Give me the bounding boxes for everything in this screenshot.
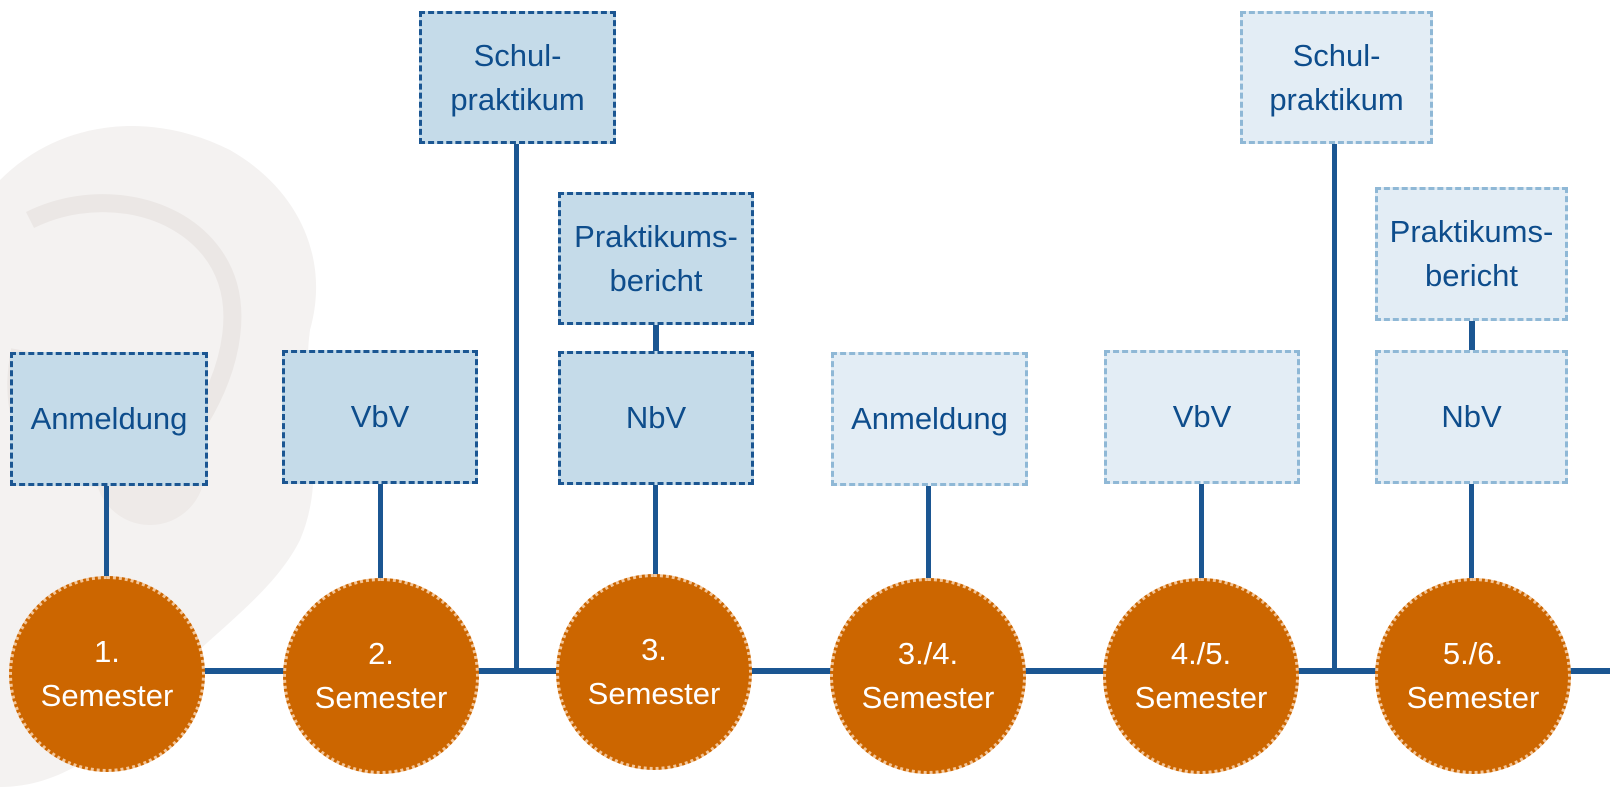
semester-circle-2: 2. Semester bbox=[283, 578, 479, 774]
box-anmeldung-2-label: Anmeldung bbox=[851, 401, 1008, 436]
box-praktikumsbericht-2: Praktikums- bericht bbox=[1375, 187, 1568, 321]
connector-bericht-nbv-2 bbox=[1469, 320, 1475, 350]
semester-1-label: Semester bbox=[40, 678, 174, 713]
semester-circle-3: 3. Semester bbox=[556, 574, 752, 770]
box-vbv-1-label: VbV bbox=[350, 399, 410, 434]
semester-5-6-number: 5./6. bbox=[1442, 636, 1504, 671]
semester-5-6-label: Semester bbox=[1406, 680, 1540, 715]
connector-vbv-1 bbox=[378, 482, 383, 580]
semester-4-5-number: 4./5. bbox=[1170, 636, 1232, 671]
box-schulpraktikum-2: Schul- praktikum bbox=[1240, 11, 1433, 144]
box-anmeldung-1-label: Anmeldung bbox=[30, 401, 188, 436]
box-praktikumsbericht-2-line1: Praktikums- bbox=[1389, 214, 1554, 249]
box-praktikumsbericht-1-line2: bericht bbox=[609, 262, 703, 298]
connector-bericht-nbv-1 bbox=[653, 324, 659, 352]
semester-circle-4-5: 4./5. Semester bbox=[1103, 578, 1299, 774]
connector-vbv-2 bbox=[1199, 484, 1204, 582]
box-schulpraktikum-2-line1: Schul- bbox=[1292, 37, 1381, 73]
box-schulpraktikum-1-line1: Schul- bbox=[473, 37, 562, 73]
semester-circle-1: 1. Semester bbox=[9, 576, 205, 772]
semester-3-4-label: Semester bbox=[861, 680, 995, 715]
semester-2-label: Semester bbox=[314, 680, 448, 715]
box-praktikumsbericht-1-line1: Praktikums- bbox=[574, 218, 738, 254]
semester-circle-5-6: 5./6. Semester bbox=[1375, 578, 1571, 774]
connector-schulpraktikum-1 bbox=[514, 143, 519, 670]
connector-schulpraktikum-2 bbox=[1332, 143, 1337, 670]
box-nbv-1-label: NbV bbox=[625, 400, 687, 435]
semester-circle-3-4: 3./4. Semester bbox=[830, 578, 1026, 774]
connector-anmeldung-2 bbox=[926, 484, 931, 582]
box-nbv-2: NbV bbox=[1375, 350, 1568, 484]
box-schulpraktikum-1: Schul- praktikum bbox=[419, 11, 616, 144]
connector-nbv-2 bbox=[1469, 484, 1474, 580]
box-anmeldung-2: Anmeldung bbox=[831, 352, 1028, 486]
semester-3-label: Semester bbox=[587, 676, 721, 711]
semester-3-4-number: 3./4. bbox=[897, 636, 959, 671]
box-praktikumsbericht-1: Praktikums- bericht bbox=[558, 192, 754, 325]
semester-4-5-label: Semester bbox=[1134, 680, 1268, 715]
box-nbv-2-label: NbV bbox=[1441, 399, 1502, 434]
box-anmeldung-1: Anmeldung bbox=[10, 352, 208, 486]
box-praktikumsbericht-2-line2: bericht bbox=[1424, 258, 1519, 293]
box-vbv-2: VbV bbox=[1104, 350, 1300, 484]
semester-1-number: 1. bbox=[94, 634, 120, 669]
box-vbv-1: VbV bbox=[282, 350, 478, 484]
box-vbv-2-label: VbV bbox=[1172, 399, 1232, 434]
box-nbv-1: NbV bbox=[558, 351, 754, 485]
connector-nbv-1 bbox=[653, 484, 658, 578]
semester-3-number: 3. bbox=[641, 632, 667, 667]
semester-2-number: 2. bbox=[368, 636, 394, 671]
box-schulpraktikum-2-line2: praktikum bbox=[1269, 81, 1404, 117]
box-schulpraktikum-1-line2: praktikum bbox=[450, 81, 585, 117]
connector-anmeldung-1 bbox=[104, 484, 109, 582]
